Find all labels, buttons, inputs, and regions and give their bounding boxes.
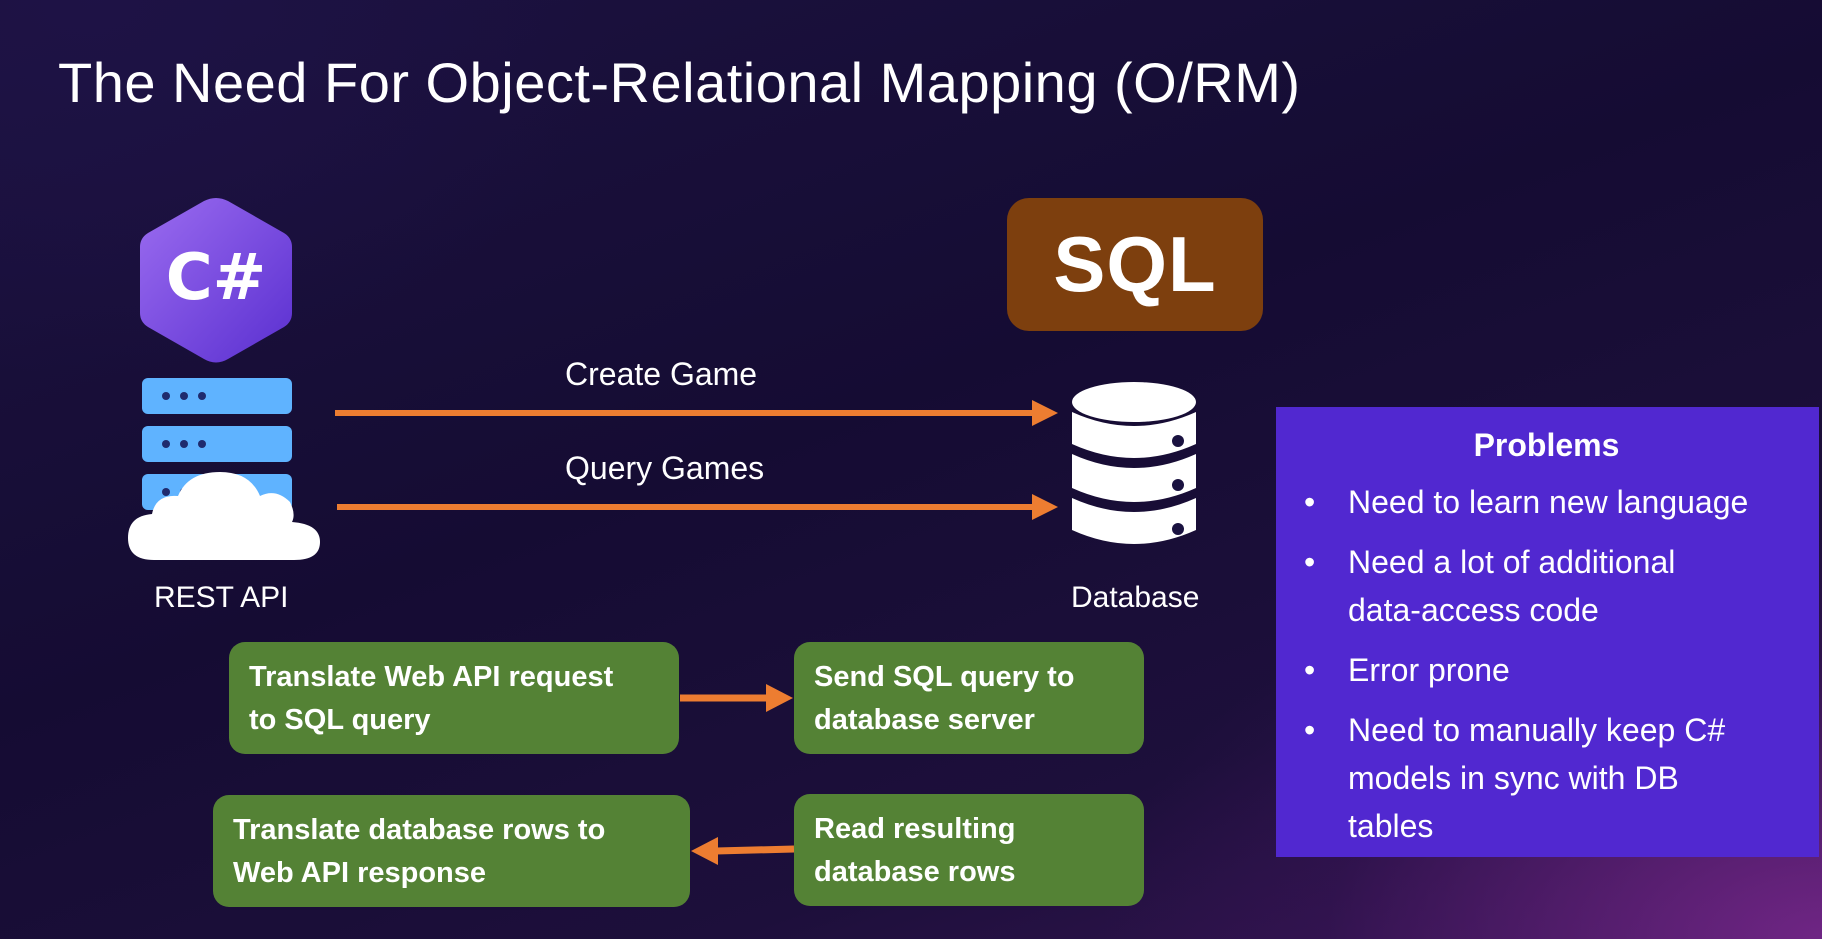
problem-item: • Need a lot of additional data-access c…: [1290, 538, 1803, 634]
step-read-rows-line2: database rows: [814, 856, 1016, 888]
step-translate-rows-line2: Web API response: [233, 857, 487, 889]
bullet-icon: •: [1304, 544, 1316, 580]
step-arrow-right: [680, 684, 793, 712]
problem-item-line: models in sync with DB: [1348, 760, 1679, 796]
bullet-icon: •: [1304, 652, 1316, 688]
problem-item-line: Need to manually keep C#: [1348, 712, 1726, 748]
create-game-label: Create Game: [565, 356, 758, 392]
bullet-icon: •: [1304, 712, 1316, 748]
sql-logo: SQL: [1007, 198, 1263, 331]
problem-item: • Need to learn new language: [1290, 478, 1803, 526]
csharp-logo-text: C#: [166, 241, 267, 315]
step-arrow-left: [691, 837, 795, 865]
query-games-label: Query Games: [565, 450, 765, 486]
rest-api-label: REST API: [154, 581, 289, 614]
step-read-rows: Read resulting database rows: [794, 794, 1144, 906]
database-icon: [1072, 382, 1196, 544]
step-send-query-line2: database server: [814, 704, 1035, 736]
step-translate-request-line1: Translate Web API request: [249, 661, 614, 693]
server-rack-2: [142, 426, 292, 462]
bullet-icon: •: [1304, 484, 1316, 520]
csharp-logo: C#: [140, 198, 292, 363]
step-read-rows-line1: Read resulting: [814, 813, 1016, 845]
problem-item-line: data-access code: [1348, 592, 1599, 628]
server-icon: [126, 378, 322, 564]
problem-item-line: Error prone: [1348, 652, 1510, 688]
create-game-arrow: [335, 400, 1058, 426]
step-translate-request-line2: to SQL query: [249, 704, 431, 736]
problems-list: • Need to learn new language • Need a lo…: [1290, 478, 1803, 850]
step-translate-rows: Translate database rows to Web API respo…: [213, 795, 690, 907]
database-label: Database: [1071, 581, 1200, 614]
query-games-arrow: [337, 494, 1058, 520]
problems-title: Problems: [1473, 427, 1620, 463]
step-send-query-line1: Send SQL query to: [814, 661, 1075, 693]
problem-item: • Error prone: [1290, 646, 1803, 694]
problems-panel: Problems • Need to learn new language • …: [1276, 407, 1819, 857]
problem-item-line: Need to learn new language: [1348, 484, 1749, 520]
slide-title: The Need For Object-Relational Mapping (…: [58, 51, 1301, 114]
problem-item: • Need to manually keep C# models in syn…: [1290, 706, 1803, 850]
problem-item-line: tables: [1348, 808, 1434, 844]
step-translate-rows-line1: Translate database rows to: [233, 814, 606, 846]
cloud-icon: [128, 472, 320, 560]
server-rack-1: [142, 378, 292, 414]
step-translate-request: Translate Web API request to SQL query: [229, 642, 679, 754]
step-send-query: Send SQL query to database server: [794, 642, 1144, 754]
problem-item-line: Need a lot of additional: [1348, 544, 1676, 580]
